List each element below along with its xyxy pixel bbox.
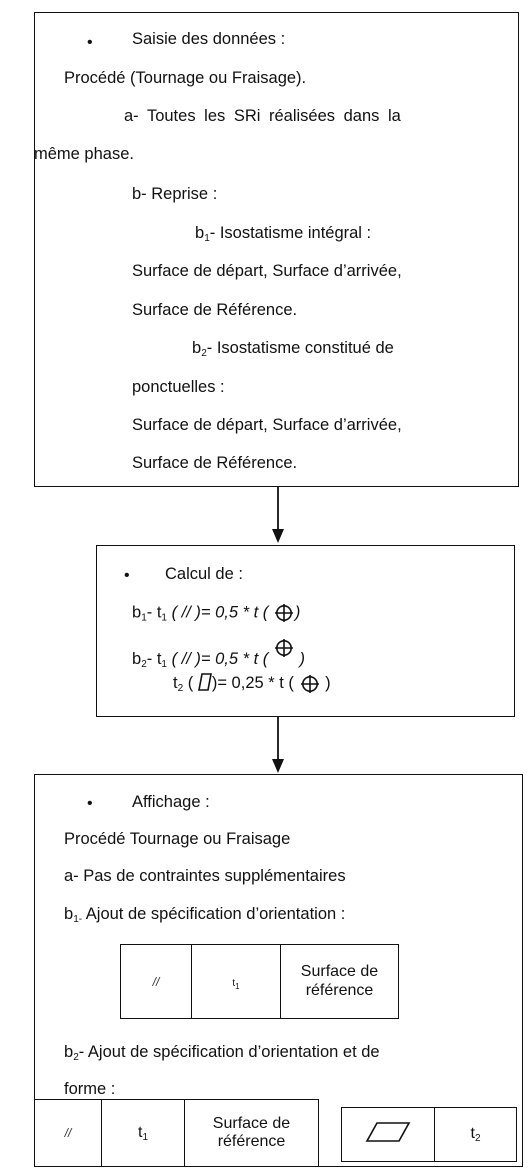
- formula-b2: b2- t1 ( // )= 0,5 * t ( ): [132, 638, 305, 670]
- bullet: •: [87, 34, 93, 51]
- option-b1-heading: b1- Isostatisme intégral :: [195, 224, 372, 244]
- option-b2-reference: Surface de Référence.: [132, 454, 298, 472]
- calculation-box: [96, 545, 515, 717]
- tolerance-cell: t1: [191, 944, 281, 1019]
- tolerance-cell: t2: [434, 1107, 517, 1162]
- parallelism-symbol-cell: //: [34, 1099, 102, 1167]
- display-option-b2: b2- Ajout de spécification d’orientation…: [64, 1043, 380, 1063]
- option-b2-surfaces: Surface de départ, Surface d’arrivée,: [132, 416, 402, 434]
- formula-t2: t2 ( )= 0,25 * t ( ): [173, 673, 331, 694]
- process-line: Procédé (Tournage ou Fraisage).: [64, 69, 307, 87]
- option-b2-heading: b2- Isostatisme constitué de: [192, 339, 394, 359]
- tolerance-frame-b2-flatness: t2: [341, 1107, 517, 1162]
- section-title-affichage: Affichage :: [132, 793, 210, 811]
- option-a-line1: a- Toutes les SRi réalisées dans la: [124, 107, 401, 125]
- bullet: •: [124, 567, 130, 584]
- section-title-calcul: Calcul de :: [165, 565, 243, 583]
- option-a-line2: même phase.: [34, 145, 134, 163]
- arrow-down-icon: [272, 717, 284, 773]
- tolerance-cell: t1: [101, 1099, 185, 1167]
- position-symbol-icon: [300, 675, 319, 693]
- flatness-parallelogram-icon: [197, 673, 212, 691]
- display-option-b2-cont: forme :: [64, 1080, 116, 1098]
- formula-b1: b1- t1 ( // )= 0,5 * t ( ): [132, 603, 301, 624]
- flatness-parallelogram-icon: [365, 1122, 411, 1142]
- position-symbol-icon: [274, 604, 293, 622]
- option-b1-reference: Surface de Référence.: [132, 301, 298, 319]
- arrow-down-icon: [272, 487, 284, 543]
- option-b-line: b- Reprise :: [132, 185, 218, 203]
- parallelism-symbol-cell: //: [120, 944, 192, 1019]
- position-symbol-icon: [274, 639, 293, 657]
- display-process-line: Procédé Tournage ou Fraisage: [64, 830, 291, 848]
- option-b1-surfaces: Surface de départ, Surface d’arrivée,: [132, 262, 402, 280]
- bullet: •: [87, 795, 93, 812]
- flatness-symbol-cell: [341, 1107, 435, 1162]
- option-b2-ponctuelles: ponctuelles :: [132, 378, 225, 396]
- section-title-saisie: Saisie des données :: [132, 30, 286, 48]
- display-option-b1: b1- Ajout de spécification d’orientation…: [64, 905, 346, 925]
- display-option-a: a- Pas de contraintes supplémentaires: [64, 867, 346, 885]
- input-data-box: [34, 12, 519, 487]
